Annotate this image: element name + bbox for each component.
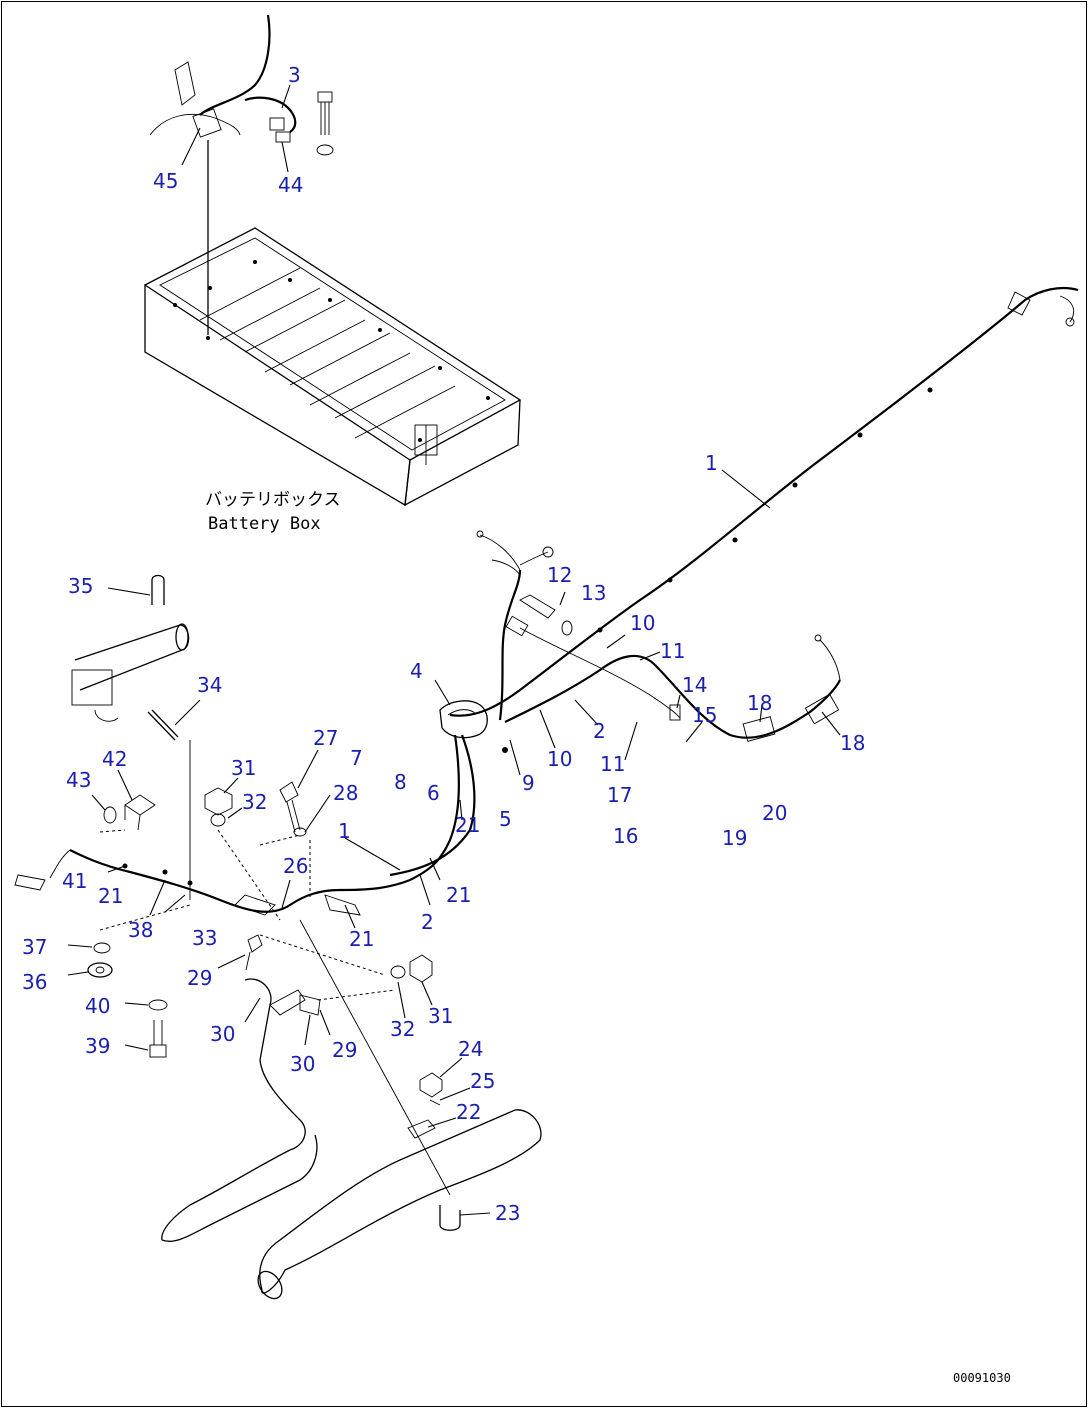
callout-3: 3 bbox=[288, 63, 301, 87]
callout-21c: 21 bbox=[446, 883, 471, 907]
callout-35: 35 bbox=[68, 574, 93, 598]
callout-25: 25 bbox=[470, 1069, 495, 1093]
lower-frame bbox=[161, 919, 542, 1300]
callout-27: 27 bbox=[313, 726, 338, 750]
callout-38: 38 bbox=[128, 918, 153, 942]
callout-16: 16 bbox=[613, 824, 638, 848]
callout-45: 45 bbox=[153, 169, 178, 193]
callout-14: 14 bbox=[682, 673, 707, 697]
callout-23: 23 bbox=[495, 1201, 520, 1225]
callout-12: 12 bbox=[547, 563, 572, 587]
callout-30b: 30 bbox=[290, 1052, 315, 1076]
callout-37: 37 bbox=[22, 935, 47, 959]
callout-2: 2 bbox=[593, 719, 606, 743]
callout-30: 30 bbox=[210, 1022, 235, 1046]
callout-15: 15 bbox=[692, 703, 717, 727]
callout-5: 5 bbox=[499, 807, 512, 831]
callout-18b: 18 bbox=[840, 731, 865, 755]
callout-20: 20 bbox=[762, 801, 787, 825]
callout-41: 41 bbox=[62, 869, 87, 893]
callout-4: 4 bbox=[410, 659, 423, 683]
callout-11b: 11 bbox=[600, 752, 625, 776]
callout-21d: 21 bbox=[349, 927, 374, 951]
callout-1: 1 bbox=[705, 451, 718, 475]
battery-box-label-jp: バッテリボックス bbox=[205, 490, 341, 510]
callout-34: 34 bbox=[197, 673, 222, 697]
callout-10: 10 bbox=[630, 611, 655, 635]
callout-8: 8 bbox=[394, 770, 407, 794]
callout-24: 24 bbox=[458, 1037, 483, 1061]
callout-17: 17 bbox=[607, 783, 632, 807]
battery-box-label-en: Battery Box bbox=[208, 514, 321, 534]
callout-labels: 3 45 44 1 35 12 13 10 11 34 4 14 15 18 1… bbox=[22, 63, 865, 1225]
callout-21: 21 bbox=[455, 813, 480, 837]
callout-43: 43 bbox=[66, 768, 91, 792]
callout-36: 36 bbox=[22, 970, 47, 994]
callout-19: 19 bbox=[722, 826, 747, 850]
callout-10b: 10 bbox=[547, 747, 572, 771]
callout-9: 9 bbox=[522, 771, 535, 795]
callout-42: 42 bbox=[102, 747, 127, 771]
callout-22: 22 bbox=[456, 1100, 481, 1124]
bolt-stack-left bbox=[67, 769, 191, 1058]
battery-box bbox=[143, 140, 522, 507]
callout-1b: 1 bbox=[338, 819, 351, 843]
left-harness bbox=[14, 799, 471, 929]
callout-6: 6 bbox=[427, 781, 440, 805]
callout-31b: 31 bbox=[428, 1004, 453, 1028]
callout-29b: 29 bbox=[332, 1038, 357, 1062]
callout-31: 31 bbox=[231, 756, 256, 780]
callout-28: 28 bbox=[333, 781, 358, 805]
bolt-stack-upper bbox=[204, 749, 331, 921]
callout-26: 26 bbox=[283, 854, 308, 878]
callout-7: 7 bbox=[350, 746, 363, 770]
callout-32: 32 bbox=[242, 790, 267, 814]
callout-18: 18 bbox=[747, 691, 772, 715]
top-cable-assembly bbox=[149, 14, 334, 173]
callout-39: 39 bbox=[85, 1034, 110, 1058]
callout-11: 11 bbox=[660, 639, 685, 663]
callout-29: 29 bbox=[187, 966, 212, 990]
callout-13: 13 bbox=[581, 581, 606, 605]
callout-44: 44 bbox=[278, 173, 303, 197]
main-harness bbox=[449, 286, 1079, 717]
pipe-and-clamp bbox=[71, 574, 201, 900]
drawing-number: 00091030 bbox=[953, 1371, 1011, 1385]
callout-40: 40 bbox=[85, 994, 110, 1018]
callout-32b: 32 bbox=[390, 1017, 415, 1041]
callout-21b: 21 bbox=[98, 884, 123, 908]
callout-33: 33 bbox=[192, 926, 217, 950]
callout-2b: 2 bbox=[421, 910, 434, 934]
center-junction bbox=[409, 530, 841, 881]
